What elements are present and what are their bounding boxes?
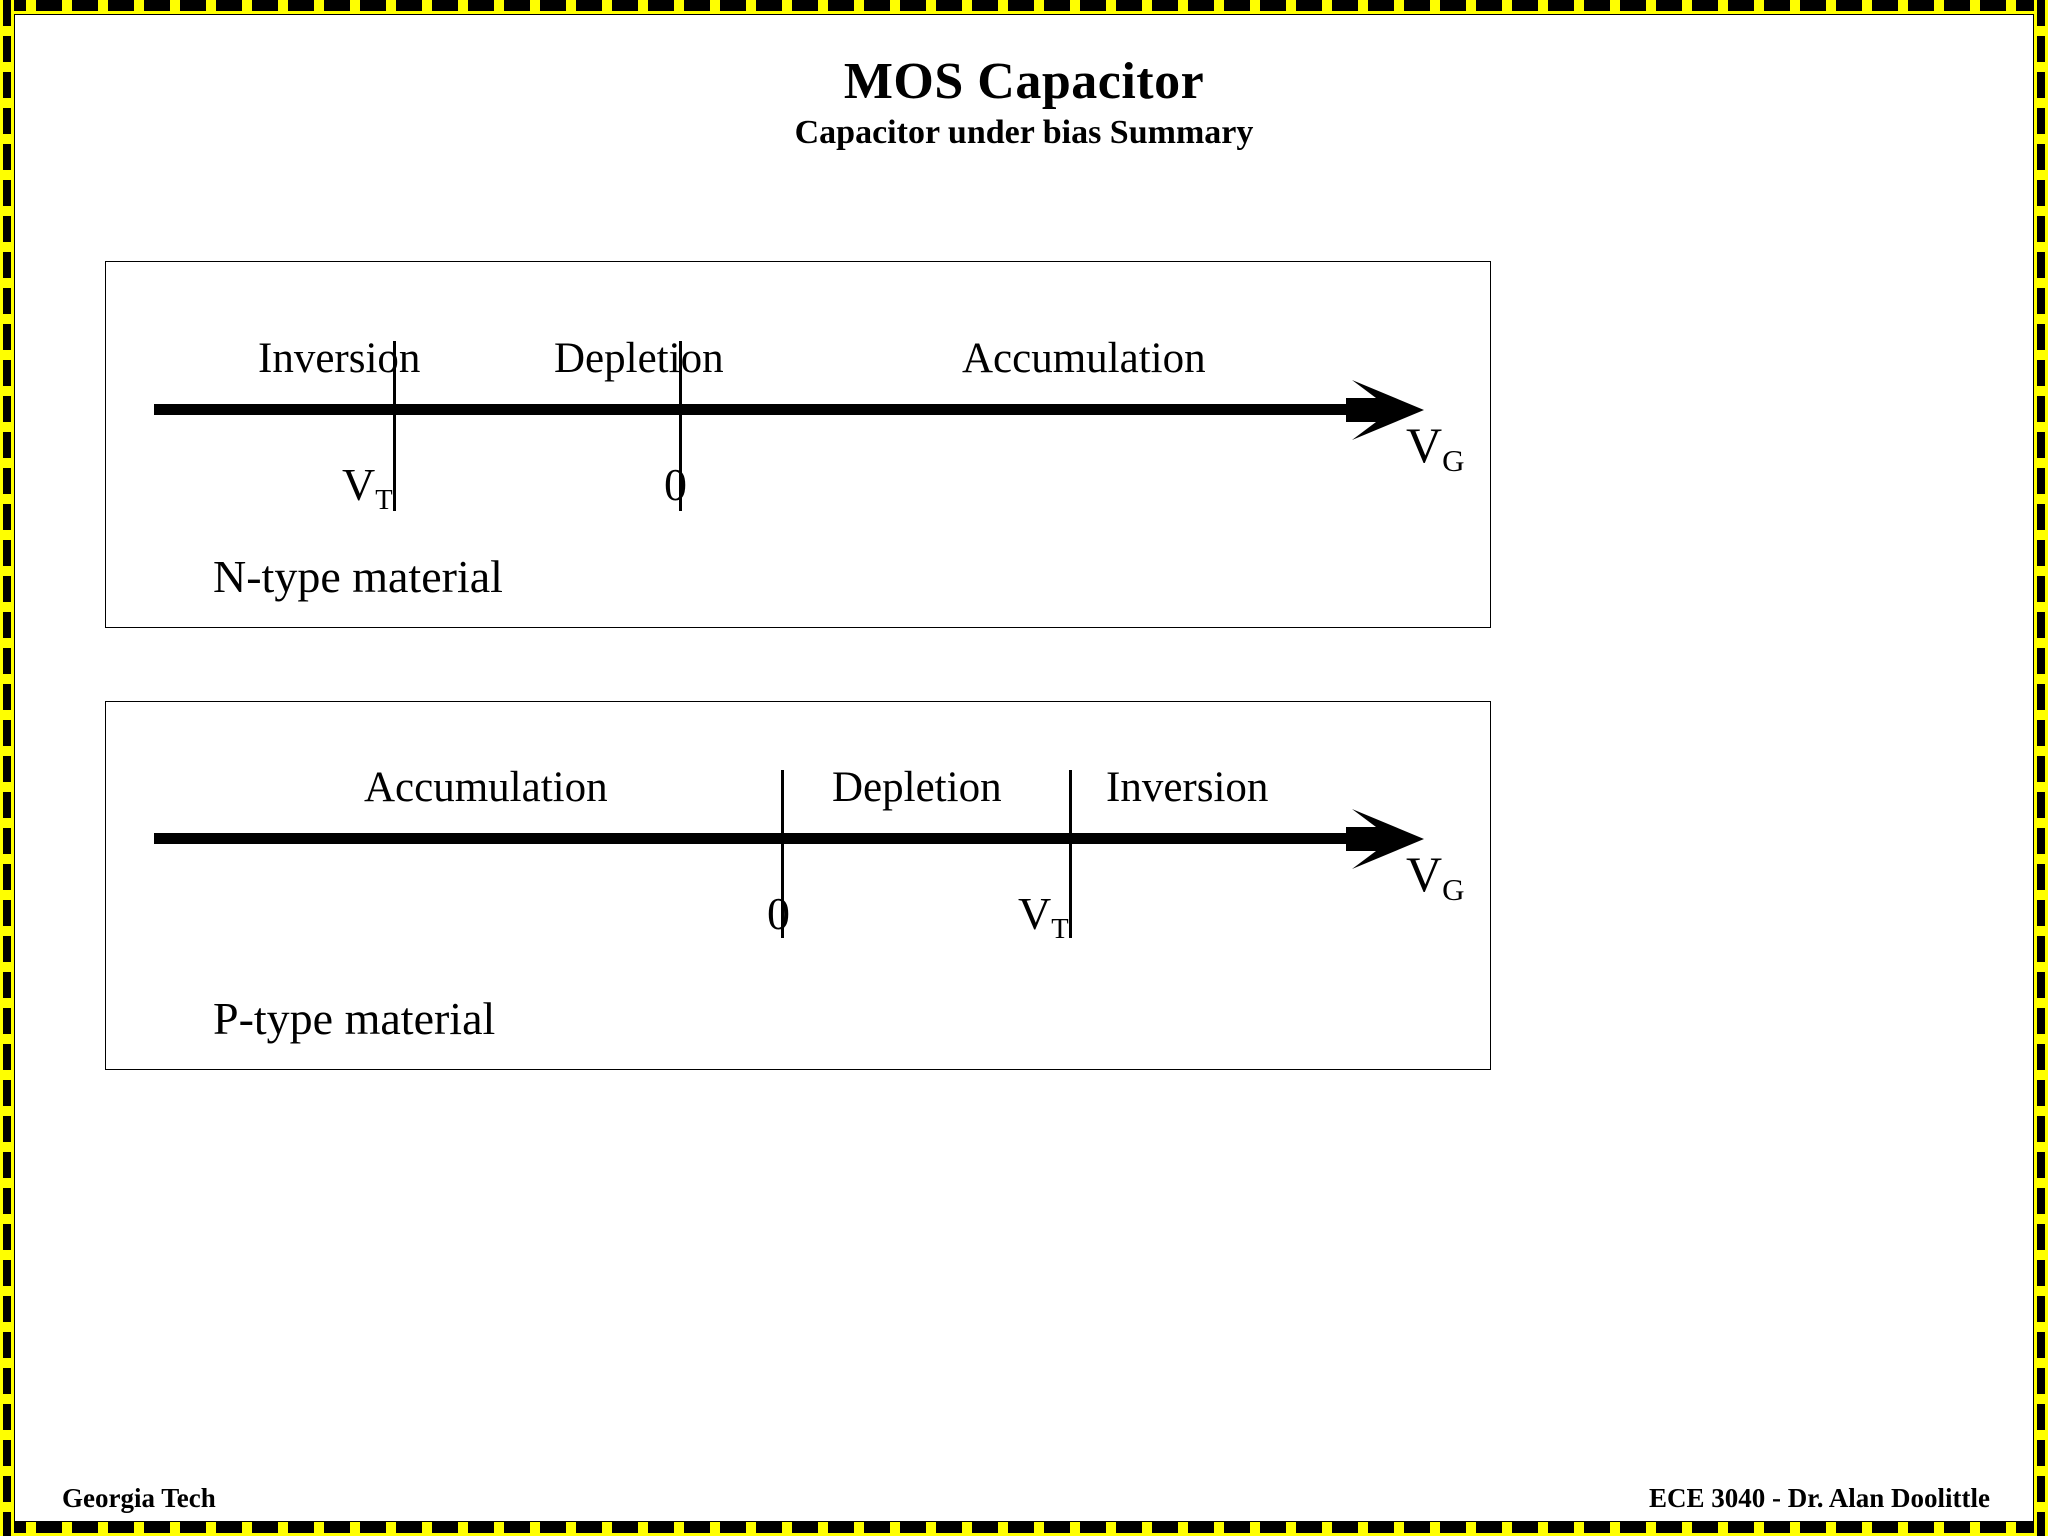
value-label-zero-ntype: 0 <box>664 459 687 510</box>
value-label-vt-ntype-sub: T <box>375 484 393 516</box>
value-label-vt-ptype: VT <box>1018 888 1069 944</box>
region-label-depletion-ptype: Depletion <box>832 764 1002 811</box>
value-label-vt-ptype-text: V <box>1018 888 1052 939</box>
axis-arrowhead-ntype <box>1346 380 1424 440</box>
footer-institution: Georgia Tech <box>62 1483 216 1513</box>
region-label-inversion-ntype: Inversion <box>258 335 421 382</box>
tick-mark-vt-ptype <box>1069 770 1072 938</box>
page-subtitle: Capacitor under bias Summary <box>794 114 1254 151</box>
value-label-zero-ptype: 0 <box>767 888 790 939</box>
border-tape-left <box>0 0 14 1536</box>
axis-name-vg-ptype-text: V <box>1406 846 1443 902</box>
axis-area-ntype: Inversion Depletion Accumulation VT 0 VG… <box>106 262 1490 627</box>
region-label-accumulation-ptype: Accumulation <box>364 764 608 811</box>
axis-line-ntype <box>154 404 1369 415</box>
axis-name-vg-ntype-text: V <box>1406 417 1443 473</box>
axis-line-ptype <box>154 833 1369 844</box>
region-label-accumulation-ntype: Accumulation <box>962 335 1206 382</box>
tick-mark-vt-ntype <box>393 341 396 511</box>
diagram-panel-ntype: Inversion Depletion Accumulation VT 0 VG… <box>105 261 1491 628</box>
axis-name-vg-ptype-sub: G <box>1442 872 1465 908</box>
page-title: MOS Capacitor <box>843 53 1205 110</box>
value-label-vt-ntype-text: V <box>342 459 376 510</box>
region-label-inversion-ptype: Inversion <box>1106 764 1269 811</box>
tick-mark-zero-ptype <box>781 770 784 938</box>
axis-name-vg-ptype: VG <box>1406 846 1465 905</box>
border-tape-right <box>2034 0 2048 1536</box>
diagram-panel-ptype: Accumulation Depletion Inversion 0 VT VG… <box>105 701 1491 1070</box>
axis-name-vg-ntype: VG <box>1406 417 1465 476</box>
border-tape-top <box>0 0 2048 14</box>
tick-mark-zero-ntype <box>679 341 682 511</box>
border-tape-bottom <box>0 1522 2048 1536</box>
region-label-depletion-ntype: Depletion <box>554 335 724 382</box>
footer-course: ECE 3040 - Dr. Alan Doolittle <box>1648 1483 1990 1513</box>
axis-name-vg-ntype-sub: G <box>1442 443 1465 479</box>
axis-arrowhead-ptype <box>1346 809 1424 869</box>
value-label-vt-ptype-sub: T <box>1051 913 1069 945</box>
material-label-ptype: P-type material <box>213 993 496 1044</box>
axis-area-ptype: Accumulation Depletion Inversion 0 VT VG… <box>106 702 1490 1069</box>
material-label-ntype: N-type material <box>213 551 503 602</box>
value-label-vt-ntype: VT <box>342 459 393 515</box>
